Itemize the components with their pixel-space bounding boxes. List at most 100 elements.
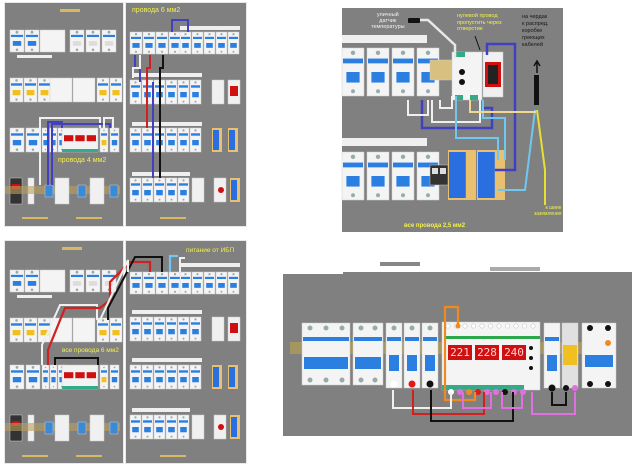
wires-top-right	[407, 18, 546, 205]
wire-white	[179, 257, 185, 272]
wire-red	[146, 55, 151, 128]
wire-black	[159, 55, 164, 178]
circuit-breaker	[215, 31, 228, 55]
din-rail	[132, 408, 190, 412]
circuit-breaker	[9, 269, 25, 293]
circuit-breaker	[9, 29, 25, 53]
breaker-1pole	[421, 322, 439, 389]
wire-white	[439, 96, 453, 109]
circuit-breaker	[101, 29, 117, 53]
breaker-3pole	[301, 322, 351, 386]
temp-sensor-probe	[408, 18, 420, 23]
circuit-breaker	[168, 271, 182, 295]
circuit-breaker	[49, 364, 58, 390]
circuit-breaker	[177, 316, 190, 342]
wire-red	[412, 390, 485, 415]
terminal-strip	[442, 385, 524, 390]
din-rail	[132, 310, 202, 314]
display-segment	[75, 372, 85, 379]
circuit-breaker	[165, 316, 178, 342]
rcd	[39, 269, 66, 293]
terminal-dot	[390, 380, 398, 388]
wire-white-sensor	[420, 18, 457, 58]
terminal-dot	[457, 389, 463, 395]
circuit-breaker	[179, 31, 192, 55]
screw	[432, 168, 438, 174]
wire-lightblue	[168, 254, 178, 272]
circuit-breaker	[69, 29, 85, 53]
contactor	[54, 177, 70, 205]
circuit-breaker	[129, 31, 143, 55]
wire-lightblue	[498, 109, 536, 191]
circuit-breaker	[69, 269, 85, 293]
circuit-breaker	[141, 414, 154, 440]
breaker-1pole	[403, 322, 421, 389]
din-rail	[342, 138, 427, 146]
terminal	[77, 421, 87, 435]
terminal-dot	[408, 380, 416, 388]
module	[211, 79, 225, 105]
wire-black	[54, 357, 99, 365]
circuit-breaker	[203, 31, 216, 55]
terminal-screw	[445, 323, 451, 329]
wire-white	[103, 117, 114, 128]
terminal-screw	[496, 323, 502, 329]
terminal	[109, 184, 119, 198]
terminal-block	[212, 128, 222, 152]
breaker-1pole	[543, 322, 561, 392]
voltage-display	[502, 345, 526, 360]
circuit-breaker	[165, 414, 178, 440]
diagram-top-right	[341, 18, 546, 205]
module	[211, 316, 225, 342]
terminal	[470, 95, 478, 100]
wires-top-left	[39, 19, 189, 185]
circuit-breaker	[129, 177, 142, 203]
circuit-breaker	[25, 127, 41, 153]
module	[191, 177, 205, 203]
wire-blue	[485, 42, 517, 172]
circuit-breaker	[24, 29, 40, 53]
label-wires-4mm: провода 4 мм2	[58, 157, 107, 164]
wire-white	[41, 304, 98, 365]
button	[529, 356, 533, 360]
terminal-dot	[466, 389, 472, 395]
circuit-breaker	[155, 271, 169, 295]
wires-bottom-right	[392, 305, 576, 422]
dinrail-brackets	[22, 9, 186, 219]
devices-top-left	[5, 26, 241, 205]
display-segment	[86, 372, 96, 379]
display-segment	[64, 372, 74, 379]
terminal-block	[228, 128, 238, 152]
circuit-breaker	[366, 151, 390, 201]
knob	[459, 69, 465, 75]
test-button	[605, 340, 611, 346]
terminal-strip	[62, 386, 98, 389]
circuit-breaker	[189, 127, 202, 153]
circuit-breaker	[109, 127, 120, 153]
circuit-breaker	[227, 31, 240, 55]
contactor	[89, 177, 105, 205]
breaker-1pole	[385, 322, 403, 389]
circuit-breaker	[9, 77, 24, 103]
din-rail	[180, 263, 240, 267]
wire-white	[392, 390, 452, 409]
circuit-breaker	[191, 271, 204, 295]
wire-black	[107, 256, 163, 320]
devices-top-right	[341, 35, 505, 201]
circuit-breaker	[165, 79, 178, 105]
display	[230, 86, 238, 96]
button	[529, 346, 533, 350]
arrow-up-icon	[533, 59, 541, 73]
wire-blue	[420, 100, 494, 130]
wire-yellow	[536, 109, 546, 205]
circuit-breaker	[177, 414, 190, 440]
voltage-display	[448, 345, 472, 360]
module	[191, 414, 205, 440]
terminal-screw	[488, 323, 493, 329]
din-rail	[132, 122, 202, 126]
circuit-breaker	[24, 269, 40, 293]
terminal	[109, 421, 119, 435]
wire-white	[132, 55, 141, 78]
